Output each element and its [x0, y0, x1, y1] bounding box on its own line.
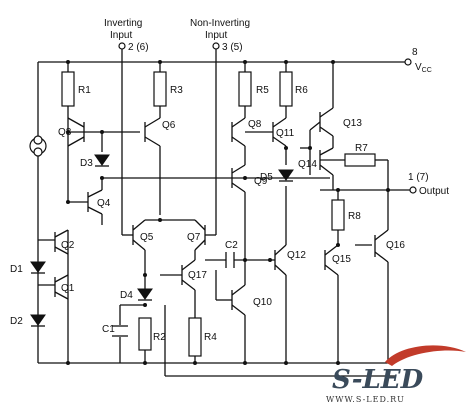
transistor-q11 — [245, 117, 287, 147]
resistor-r1 — [61, 71, 75, 107]
label-q11: Q11 — [276, 128, 295, 139]
transistor-q3 — [67, 117, 85, 147]
label-r3: R3 — [170, 85, 183, 96]
logo-swoosh-icon — [385, 345, 466, 366]
vcc-label: VCC — [415, 62, 432, 74]
watermark-brand: S-LED — [332, 365, 424, 395]
label-q3: Q3 — [58, 127, 72, 138]
output-pin-number: 1 (7) — [408, 172, 429, 183]
transistor-q9 — [231, 164, 246, 193]
resistor-r6 — [279, 71, 293, 107]
transistor-q8 — [231, 117, 246, 147]
label-r8: R8 — [348, 211, 361, 222]
label-q6: Q6 — [162, 120, 176, 131]
vcc-terminal — [404, 58, 412, 66]
transistor-q10 — [231, 284, 246, 316]
transistor-q2 — [54, 229, 69, 255]
component-labels: R1 R2 R3 R4 R5 R6 R7 R8 Q1 Q2 Q3 Q4 Q5 Q… — [10, 85, 405, 343]
transistor-q4 — [87, 189, 103, 215]
noninverting-label-line1: Non-Inverting — [190, 18, 250, 29]
noninverting-pin-number: 3 (5) — [222, 42, 243, 53]
resistor-r4 — [188, 317, 202, 357]
resistor-r7 — [344, 153, 376, 167]
transistor-q14 — [319, 147, 334, 190]
output-label: Output — [419, 186, 449, 197]
capacitors — [112, 252, 235, 337]
label-q5: Q5 — [140, 232, 154, 243]
label-r7: R7 — [355, 143, 368, 154]
inverting-label-line1: Inverting — [104, 18, 142, 29]
label-q2: Q2 — [61, 240, 75, 251]
inverting-pin-number: 2 (6) — [128, 42, 149, 53]
diodes — [30, 154, 294, 327]
label-d4: D4 — [120, 290, 133, 301]
noninverting-label-line2: Input — [205, 30, 227, 41]
label-q17: Q17 — [188, 270, 207, 281]
label-q7: Q7 — [187, 232, 201, 243]
label-q1: Q1 — [61, 283, 75, 294]
diode-d3 — [94, 154, 110, 167]
label-q4: Q4 — [97, 198, 111, 209]
label-r2: R2 — [153, 332, 166, 343]
transistor-q13 — [309, 107, 334, 137]
capacitor-c2 — [225, 252, 235, 268]
transistor-q6 — [144, 117, 161, 147]
transistor-q17 — [181, 259, 196, 291]
transistor-q16 — [374, 229, 389, 263]
label-q15: Q15 — [332, 254, 351, 265]
watermark-logo: S-LED WWW.S-LED.RU — [326, 345, 466, 404]
diode-d4 — [137, 288, 153, 301]
current-source — [29, 135, 47, 157]
label-d1: D1 — [10, 264, 23, 275]
transistor-q1 — [54, 274, 69, 300]
inverting-label-line2: Input — [110, 30, 132, 41]
resistor-r3 — [153, 71, 167, 107]
vcc-pin-number: 8 — [412, 47, 418, 58]
transistor-q15 — [324, 244, 339, 276]
label-r5: R5 — [256, 85, 269, 96]
diode-d1 — [30, 261, 46, 274]
label-d2: D2 — [10, 316, 23, 327]
transistor-q5 — [132, 219, 146, 251]
label-r1: R1 — [78, 85, 91, 96]
label-q14: Q14 — [298, 159, 317, 170]
resistor-r8 — [331, 199, 345, 231]
label-q12: Q12 — [287, 250, 306, 261]
wires — [37, 48, 410, 377]
label-c1: C1 — [102, 324, 115, 335]
label-c2: C2 — [225, 240, 238, 251]
label-q13: Q13 — [343, 118, 362, 129]
inverting-input-terminal — [118, 42, 126, 50]
output-terminal — [409, 186, 417, 194]
label-q10: Q10 — [253, 297, 272, 308]
transistors — [54, 107, 389, 316]
diode-d5 — [278, 169, 294, 182]
pin-labels: Inverting Input 2 (6) Non-Inverting Inpu… — [104, 18, 449, 197]
resistors — [61, 71, 376, 357]
resistor-r2 — [138, 317, 152, 351]
junctions — [66, 60, 390, 365]
watermark-url: WWW.S-LED.RU — [326, 395, 405, 404]
capacitor-c1 — [112, 325, 128, 337]
transistor-q7 — [194, 219, 206, 251]
noninverting-input-terminal — [212, 42, 220, 50]
label-r4: R4 — [204, 332, 217, 343]
label-d3: D3 — [80, 158, 93, 169]
label-q9: Q9 — [254, 176, 268, 187]
diode-d2 — [30, 314, 46, 327]
label-q8: Q8 — [248, 119, 262, 130]
input-terminals — [118, 42, 417, 194]
resistor-r5 — [238, 71, 252, 107]
label-d5: D5 — [260, 172, 273, 183]
label-r6: R6 — [295, 85, 308, 96]
label-q16: Q16 — [386, 240, 405, 251]
transistor-q12 — [274, 244, 287, 276]
